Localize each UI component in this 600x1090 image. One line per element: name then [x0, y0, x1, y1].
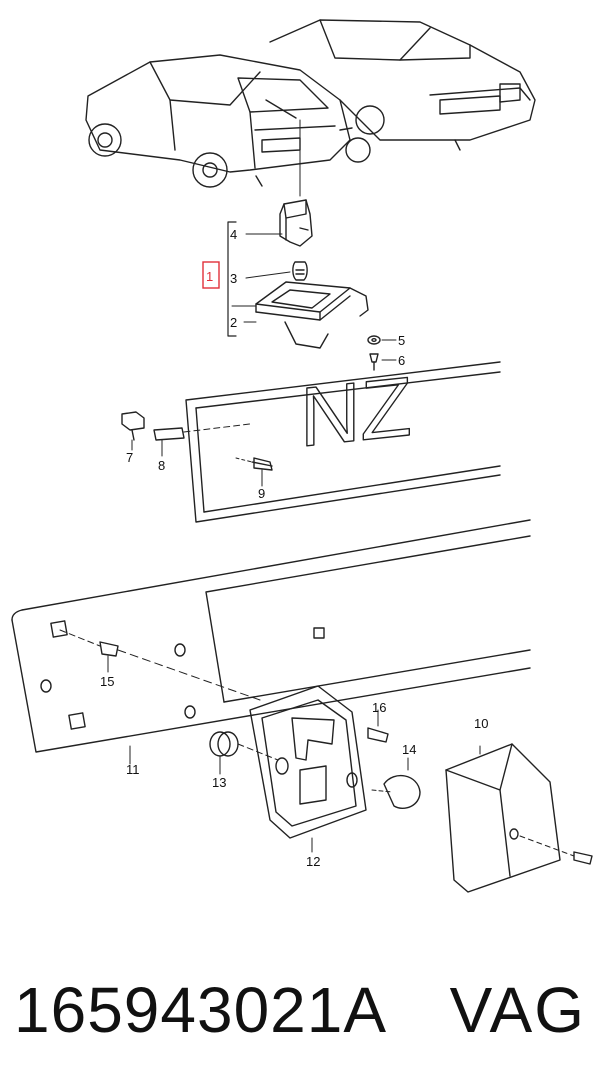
callout-15: 15: [100, 674, 114, 689]
clip-part-8: [153, 423, 251, 441]
clip-part-7: [121, 411, 145, 441]
callout-8: 8: [158, 458, 165, 473]
callout-12: 12: [306, 854, 320, 869]
callout-11: 11: [126, 762, 140, 777]
callout-1: 1: [206, 269, 213, 284]
callout-9: 9: [258, 486, 265, 501]
caption-footer: 165943021A VAG: [0, 955, 600, 1065]
callout-7: 7: [126, 450, 133, 465]
callout-6: 6: [398, 353, 405, 368]
screw-part-9: [235, 457, 273, 471]
callout-10: 10: [474, 716, 488, 731]
lamp-lens-part-10: [445, 743, 561, 893]
callout-2: 2: [230, 315, 237, 330]
hatchback-car-illustration: [85, 54, 371, 188]
brand-label: VAG: [449, 974, 586, 1046]
lamp-housing-part-12: [249, 685, 367, 839]
screw-part-15: [59, 629, 261, 701]
callout-13: 13: [212, 775, 226, 790]
lamp-socket-part-4: [279, 199, 313, 247]
callout-14: 14: [402, 742, 416, 757]
plate-carrier-part-11: [11, 519, 531, 753]
callout-1-highlight: [202, 261, 220, 289]
callout-4: 4: [230, 227, 237, 242]
callout-16: 16: [372, 700, 386, 715]
callout-5: 5: [398, 333, 405, 348]
screw-lens-10: [519, 835, 593, 865]
screw-part-6: [369, 353, 397, 371]
part-number: 165943021A: [14, 974, 388, 1046]
screw-part-16: [367, 727, 389, 743]
lamp-lens-part-2: [255, 281, 369, 349]
sedan-car-illustration: [269, 19, 536, 151]
washer-part-5: [367, 335, 397, 345]
plate-lettering: NZ: [300, 359, 412, 465]
bulb-part-3: [292, 261, 308, 281]
exploded-parts-diagram: NZ: [11, 19, 593, 893]
bulb-part-14: [371, 757, 421, 810]
license-plate-illustration: NZ: [185, 358, 501, 523]
callout-3: 3: [230, 271, 237, 286]
